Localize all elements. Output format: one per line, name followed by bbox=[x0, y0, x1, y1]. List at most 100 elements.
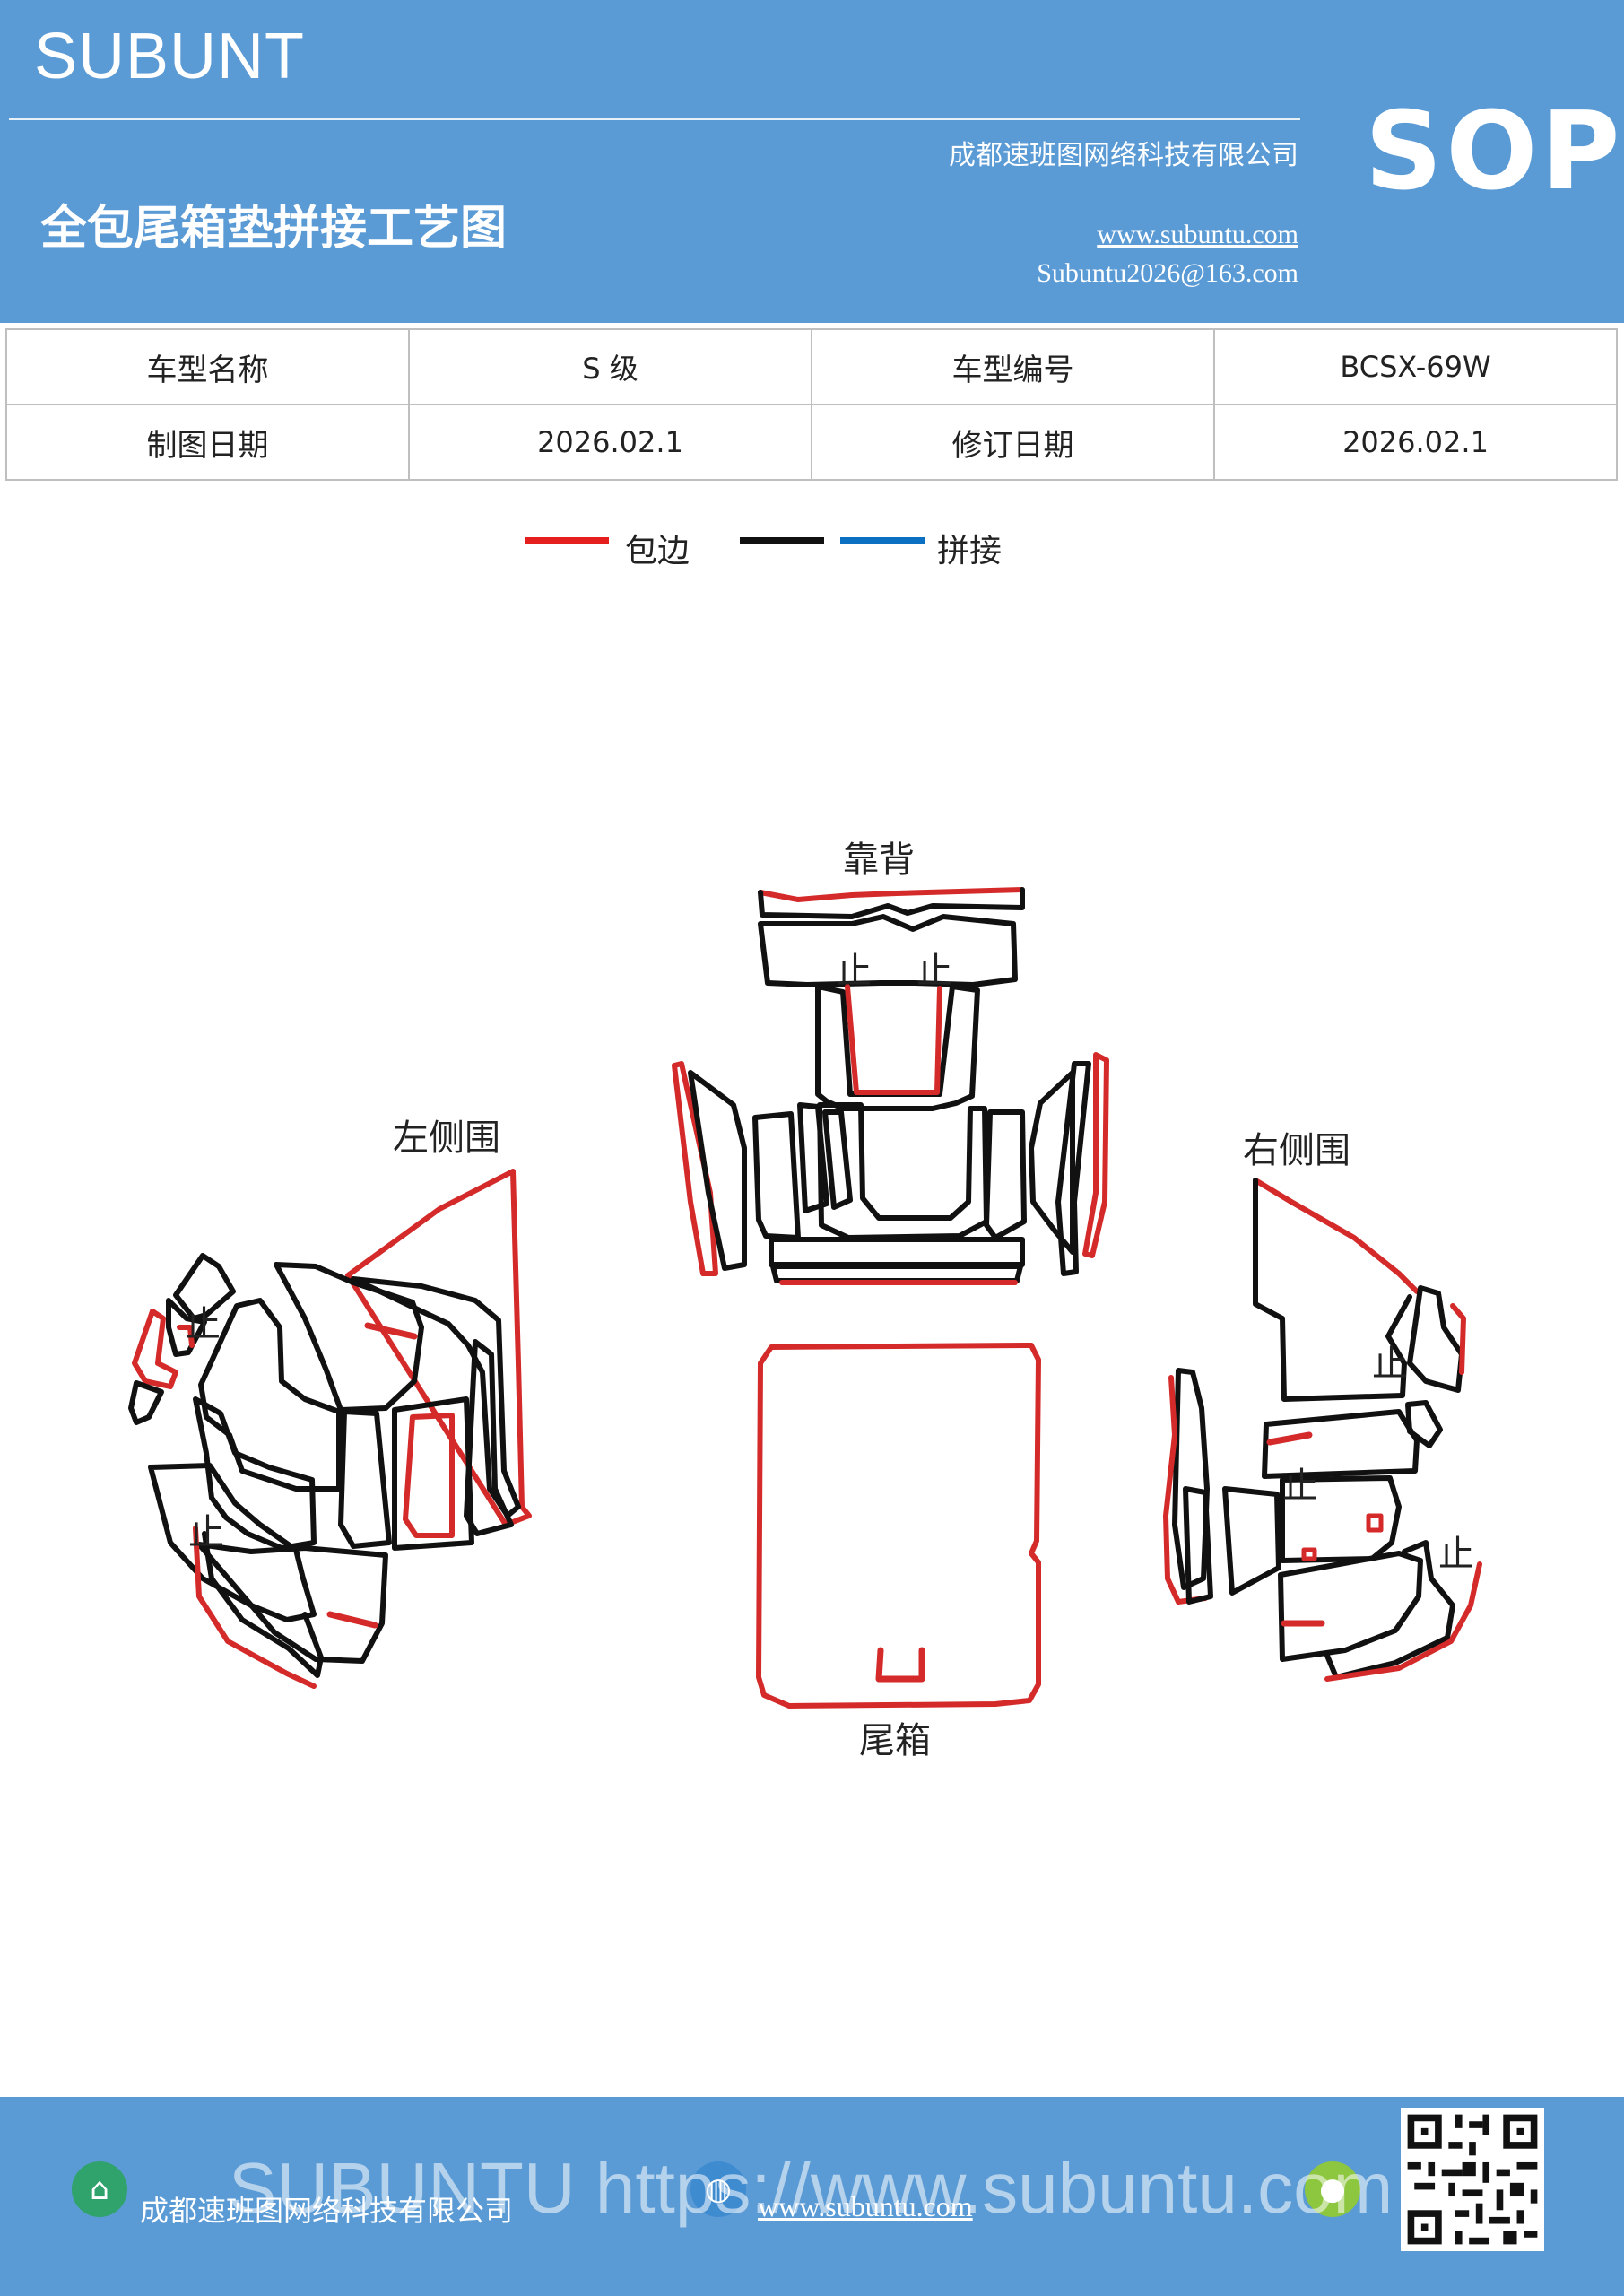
trunk-group: 尾箱 bbox=[756, 1343, 1041, 1761]
left-side-front-panel bbox=[198, 1298, 342, 1492]
line-legend: 包边 拼接 bbox=[525, 525, 1152, 578]
legend-swatch-edge bbox=[525, 537, 609, 544]
backrest-group: 止 止 靠背 bbox=[758, 839, 1025, 1111]
left-side-window-edge bbox=[403, 1413, 455, 1538]
backrest-inner-edge bbox=[845, 984, 942, 1095]
stop-mark: 止 bbox=[916, 951, 952, 992]
left-inner-panel bbox=[752, 1111, 801, 1240]
right-side-bottom-strip bbox=[1183, 1486, 1213, 1605]
right-side-small-piece bbox=[1405, 1400, 1443, 1448]
right-side-top-edge bbox=[1253, 1178, 1420, 1294]
brand-name: SUBUNT bbox=[34, 21, 306, 92]
right-side-bottom-edge bbox=[1324, 1561, 1482, 1682]
trunk-mat-outline bbox=[756, 1343, 1041, 1709]
left-side-corner-piece bbox=[128, 1380, 164, 1425]
center-bottom-strip bbox=[769, 1237, 1025, 1267]
left-seam-mark bbox=[326, 1611, 378, 1629]
company-name: 成都速班图网络科技有限公司 bbox=[949, 140, 1298, 171]
left-side-corner-edge bbox=[132, 1309, 178, 1389]
left-side-corner-mark bbox=[177, 1325, 195, 1348]
model-name-label: 车型名称 bbox=[5, 328, 410, 405]
left-side-strip bbox=[464, 1339, 514, 1536]
right-side-upper-panel bbox=[1253, 1178, 1412, 1402]
right-side-outer-edge bbox=[1163, 1375, 1208, 1605]
document-title: 全包尾箱垫拼接工艺图 bbox=[40, 202, 508, 256]
footer-watermark: SUBUNTU https://www.subuntu.com bbox=[229, 2148, 1394, 2228]
draw-date-label: 制图日期 bbox=[5, 404, 410, 481]
footer-website-link[interactable]: www.subuntu.com bbox=[758, 2190, 973, 2222]
left-wing-panel bbox=[688, 1070, 747, 1271]
footer-company: 成都速班图网络科技有限公司 bbox=[140, 2194, 514, 2228]
sop-badge: SOP bbox=[1365, 90, 1624, 214]
backrest-lower-frame bbox=[815, 984, 980, 1111]
revise-date-value: 2026.02.1 bbox=[1213, 404, 1618, 481]
left-side-bottom-edge bbox=[193, 1526, 317, 1689]
revise-date-label: 修订日期 bbox=[811, 404, 1215, 481]
backrest-top-strip bbox=[758, 887, 1025, 919]
left-side-mid-panel bbox=[338, 1409, 392, 1549]
right-seam-mark bbox=[1266, 1431, 1313, 1446]
left-inner-strip bbox=[797, 1102, 829, 1213]
center-bottom-strip-2 bbox=[770, 1264, 1023, 1283]
wechat-icon[interactable]: ● bbox=[1305, 2161, 1360, 2217]
model-code-value: BCSX-69W bbox=[1213, 328, 1618, 405]
backrest-top-edge bbox=[758, 887, 1025, 902]
right-side-mid-strip bbox=[1262, 1409, 1420, 1479]
right-side-outer-strip bbox=[1172, 1368, 1210, 1590]
backrest-label: 靠背 bbox=[843, 839, 915, 881]
left-seam-mark bbox=[364, 1322, 418, 1340]
backrest-main-panel bbox=[758, 914, 1018, 987]
right-wing-panel bbox=[1055, 1061, 1091, 1276]
header-divider bbox=[9, 118, 1300, 120]
building-icon: ⌂ bbox=[72, 2161, 127, 2217]
left-side-window-frame bbox=[392, 1396, 474, 1551]
right-side-label: 右侧围 bbox=[1243, 1130, 1350, 1171]
stop-mark: 止 bbox=[185, 1304, 221, 1345]
draw-date-value: 2026.02.1 bbox=[408, 404, 812, 481]
left-side-small-piece-2 bbox=[166, 1298, 207, 1357]
legend-swatch-line bbox=[740, 537, 824, 544]
table-row: 制图日期 2026.02.1 修订日期 2026.02.1 bbox=[5, 404, 1618, 481]
left-side-upper-panel bbox=[274, 1262, 424, 1413]
right-side-group: 右侧围 止 止 止 bbox=[1163, 1130, 1482, 1682]
left-side-lower-panel bbox=[193, 1396, 317, 1551]
model-code-label: 车型编号 bbox=[811, 328, 1215, 405]
stop-mark: 止 bbox=[836, 951, 872, 992]
trunk-handle-cutout bbox=[875, 1647, 925, 1683]
left-side-label: 左侧围 bbox=[393, 1118, 500, 1159]
stop-mark: 止 bbox=[1372, 1344, 1408, 1385]
page-footer: ⌂ 成都速班图网络科技有限公司 ◍ www.subuntu.com ● SUBU… bbox=[0, 2097, 1624, 2296]
right-side-front-panel bbox=[1222, 1486, 1281, 1596]
trunk-label: 尾箱 bbox=[859, 1720, 931, 1761]
right-wing-edge bbox=[1082, 1052, 1109, 1258]
trunk-mat-diagram: 止 止 靠背 尾箱 左侧围 bbox=[128, 839, 1482, 1761]
model-name-value: S 级 bbox=[408, 328, 812, 405]
right-side-window-panel bbox=[1280, 1475, 1402, 1563]
left-inner-strip-2 bbox=[822, 1109, 853, 1210]
page-header: SUBUNT 全包尾箱垫拼接工艺图 成都速班图网络科技有限公司 www.subu… bbox=[0, 0, 1624, 323]
legend-label-seam: 拼接 bbox=[937, 533, 1003, 570]
left-side-bottom-wide bbox=[196, 1542, 388, 1664]
globe-icon: ◍ bbox=[690, 2161, 746, 2217]
legend-swatch-seam bbox=[840, 537, 925, 544]
center-wings-group bbox=[672, 1052, 1109, 1285]
qr-code-icon[interactable] bbox=[1401, 2108, 1544, 2251]
vehicle-info-table: 车型名称 S 级 车型编号 BCSX-69W 制图日期 2026.02.1 修订… bbox=[5, 328, 1618, 481]
table-row: 车型名称 S 级 车型编号 BCSX-69W bbox=[5, 328, 1618, 405]
right-wing-inner bbox=[1029, 1070, 1075, 1255]
right-side-corner-edge bbox=[1450, 1303, 1466, 1375]
left-side-bottom-line bbox=[202, 1531, 324, 1678]
right-side-hole bbox=[1301, 1547, 1317, 1561]
left-wing-edge bbox=[672, 1061, 718, 1276]
stop-mark: 止 bbox=[1282, 1465, 1318, 1507]
right-side-lower-panel bbox=[1278, 1551, 1423, 1662]
right-inner-panel bbox=[984, 1109, 1027, 1240]
legend-label-edge: 包边 bbox=[625, 533, 690, 570]
email-address[interactable]: Subuntu2026@163.com bbox=[1037, 258, 1298, 288]
stop-mark: 止 bbox=[188, 1512, 224, 1553]
right-side-corner-piece bbox=[1407, 1285, 1464, 1393]
left-side-group: 左侧围 止 止 bbox=[128, 1118, 532, 1689]
stop-mark: 止 bbox=[1438, 1534, 1474, 1575]
website-link[interactable]: www.subuntu.com bbox=[1097, 220, 1298, 249]
right-side-hole bbox=[1366, 1513, 1384, 1533]
